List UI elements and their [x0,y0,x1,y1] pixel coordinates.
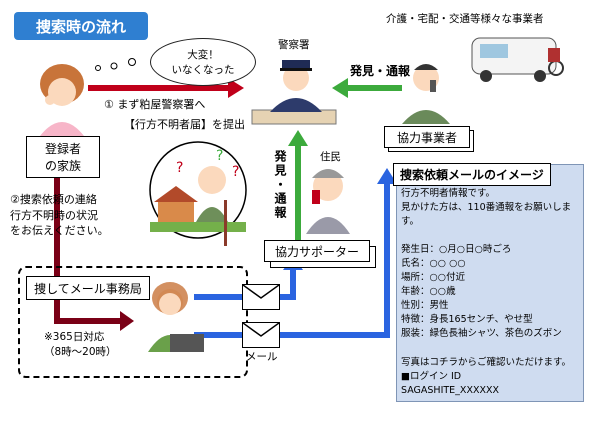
family-box: 登録者 の家族 [26,136,100,178]
step2-line1: ②捜索依頼の連絡 [10,193,97,206]
page-title: 捜索時の流れ [14,12,148,40]
thought-dot [128,58,136,66]
mail-line [401,229,581,243]
van-illustration [471,37,564,82]
thought-dot [95,65,101,71]
office-staff-illustration [148,282,204,352]
hours-line1: ※365日対応 [44,331,105,343]
thought-cloud: 大変！ いなくなった [150,38,256,86]
mail-line: 氏名：○○ ○○ [401,258,466,270]
hours-line2: （8時～20時） [44,346,117,359]
mail-line: す。 [401,216,420,228]
step2-text: ②捜索依頼の連絡 行方不明時の状況 をお伝えください。 [10,192,109,239]
mail-label: メール [246,351,278,363]
cloud-line2: いなくなった [171,64,235,76]
step2-line3: をお伝えください。 [10,224,109,238]
family-line1: 登録者 [44,142,81,156]
cloud-line1: 大変！ [187,49,219,61]
mail-image-panel: 捜索依頼メールのイメージ 行方不明者情報です。 見かけた方は、110番通報をお願… [393,163,584,402]
elderly-man-illustration: ? ? ? [149,141,247,246]
partner-supporter-box: 協力サポーター [264,240,370,262]
police-officer-illustration [251,60,337,125]
step1-line2: 【行方不明者届】を提出 [124,118,245,131]
step2-line2: 行方不明時の状況 [10,208,98,222]
office-box: 捜してメール事務局 [26,276,150,300]
mail-line: 年齢：○○歳 [401,286,456,298]
mail-envelope-icon [242,284,280,310]
mail-line: 特徴：身長165センチ、やせ型 [401,314,533,326]
red-arrow-to-office [54,170,134,331]
mail-line: ■ログイン ID [401,370,462,382]
svg-text:?: ? [176,160,183,176]
red-arrow-to-police [88,78,244,98]
resident-woman-illustration [306,169,350,234]
mail-envelope-icon [242,322,280,348]
police-label: 警察署 [278,39,310,51]
svg-text:?: ? [232,164,239,180]
family-woman-illustration [40,64,84,136]
businesses-label: 介護・宅配・交通等様々な事業者 [386,13,544,25]
mail-line: 行方不明者情報です。 [401,188,496,199]
svg-text:?: ? [216,148,223,164]
vertical-report-label: 発見・通報 [273,150,287,220]
step1-line1: ① まず粕屋警察署へ [104,98,206,111]
mail-line: 写真はコチラからご確認いただけます。 [401,356,572,368]
green-arrow-to-police [332,78,402,98]
hours-text: ※365日対応 （8時～20時） [44,330,117,360]
blue-arrow-to-panel [194,168,397,338]
thought-dot [110,62,118,70]
mail-line: 見かけた方は、110番通報をお願いしま [401,202,572,214]
green-arrow-supporter-up [288,130,308,244]
mail-line: 性別：男性 [401,300,449,312]
mail-line [401,342,581,356]
mail-line: 発生日：○月○日○時ごろ [401,244,512,256]
business-man-illustration [402,64,450,124]
mail-line: SAGASHITE_XXXXXX [401,384,499,396]
resident-label: 住民 [320,151,341,163]
mail-line: 服装：緑色長袖シャツ、茶色のズボン [401,328,562,340]
discovery-report-label: 発見・通報 [350,64,411,78]
mail-line: 場所：○○付近 [401,272,466,284]
mail-image-body: 行方不明者情報です。 見かけた方は、110番通報をお願いしま す。 発生日：○月… [401,187,581,398]
family-line2: の家族 [44,159,81,173]
mail-image-header: 捜索依頼メールのイメージ [393,163,551,186]
partner-business-box: 協力事業者 [384,126,470,148]
